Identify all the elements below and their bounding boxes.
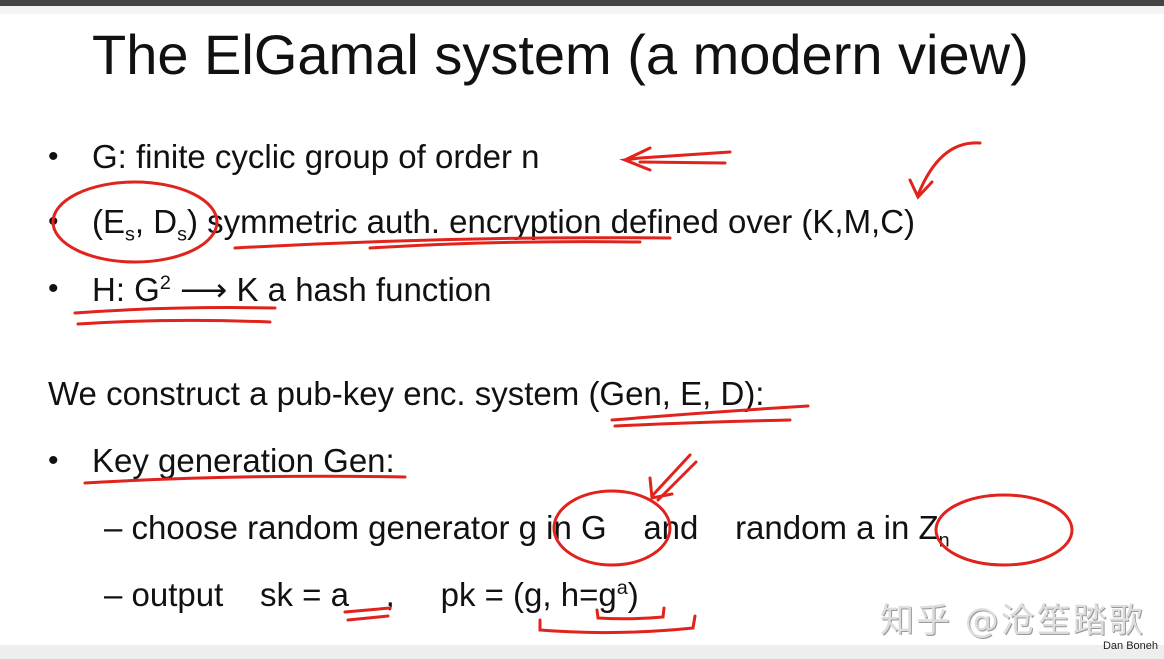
keygen-step-output: – output sk = a , pk = (g, h=ga) [104,576,639,613]
bullet-dot: • [48,272,59,305]
watermark: 知乎 @沧笙踏歌 [880,601,1145,641]
bullet-group: G: finite cyclic group of order n [92,138,540,175]
bullet-dot: • [48,444,59,477]
window-top-border [0,0,1164,6]
bullet-hash: H: G2 ⟶ K a hash function [92,271,492,308]
bullet-dot: • [48,205,59,238]
slide-footer-bar [0,645,1164,659]
bullet-dot: • [48,140,59,173]
window-top-strip [0,6,1164,14]
author-credit: Dan Boneh [1102,640,1158,652]
construct-statement: We construct a pub-key enc. system (Gen,… [48,375,765,412]
slide-title: The ElGamal system (a modern view) [92,23,1029,86]
keygen-heading: Key generation Gen: [92,442,395,479]
bullet-symmetric-cipher: (Es, Ds) symmetric auth. encryption defi… [92,203,916,246]
keygen-step-choose: – choose random generator g in G and ran… [104,509,950,552]
